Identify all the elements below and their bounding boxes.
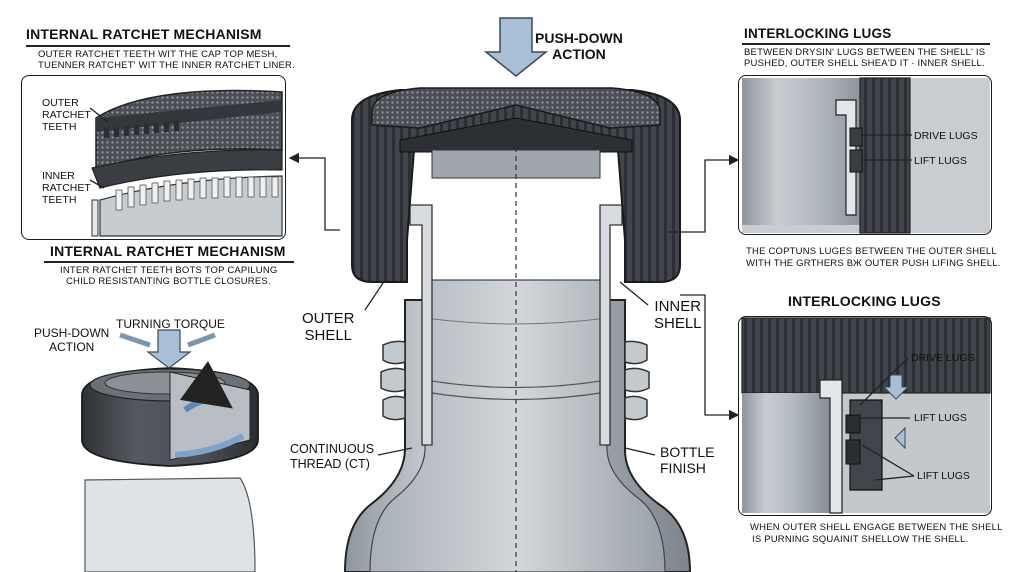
lugs-note-4: IS PURNING SQUAINIT SHELLOW THE SHELL. xyxy=(752,534,969,545)
lugs-caption-1: BETWEEN DRYSIN' LUGS BETWEEN THE SHELL' … xyxy=(744,47,986,58)
lugs-caption-2: PUSHED, OUTER SHELL SHEA'D IT · INNER SH… xyxy=(744,58,985,69)
ratchet-detail-art xyxy=(91,89,283,237)
title-rule xyxy=(26,45,290,47)
lugs-detail-panel-top xyxy=(738,75,992,235)
lift-lugs-label: LIFT LUGS xyxy=(914,155,967,167)
outer-ratchet-teeth-label: OUTER RATCHET TEETH xyxy=(42,97,91,133)
ratchet-title-2: INTERNAL RATCHET MECHANISM xyxy=(50,243,286,259)
lugs-note-3: WHEN OUTER SHELL ENGAGE BETWEEN THE SHEL… xyxy=(750,522,1003,533)
continuous-thread-label: CONTINUOUS THREAD (CT) xyxy=(290,442,375,471)
ratchet-caption-3: INTER RATCHET TEETH BOTS TOP CAPILUNG xyxy=(60,265,278,276)
lugs-title-2: INTERLOCKING LUGS xyxy=(788,293,941,309)
title-rule-2 xyxy=(44,261,294,263)
turning-torque-label: TURNING TORQUE xyxy=(116,317,225,331)
small-cap-art xyxy=(81,329,259,572)
bottle-finish-label: BOTTLE FINISH xyxy=(660,444,715,476)
drive-lugs-label: DRIVE LUGS xyxy=(914,130,978,142)
lugs-detail-art-bottom xyxy=(741,317,991,514)
title-rule-3 xyxy=(742,43,990,45)
lugs-note-1: THE COPTUNS LUGES BETWEEN THE OUTER SHEL… xyxy=(746,246,997,257)
ratchet-title: INTERNAL RATCHET MECHANISM xyxy=(26,26,262,42)
small-push-down-label: PUSH-DOWN ACTION xyxy=(34,326,110,354)
ratchet-caption-4: CHILD RESISTANTING BOTTLE CLOSURES. xyxy=(66,276,271,287)
outer-shell-label: OUTER SHELL xyxy=(302,310,355,344)
inner-ratchet-teeth-label: INNER RATCHET TEETH xyxy=(42,170,91,206)
lugs-title: INTERLOCKING LUGS xyxy=(744,26,892,41)
lugs-detail-panel-bottom xyxy=(738,316,992,516)
push-down-label: PUSH-DOWN ACTION xyxy=(535,30,623,62)
ratchet-caption-1: OUTER RATCHET TEETH WIT THE CAP TOP MESH… xyxy=(38,49,278,60)
drive-lugs-label-2: DRIVE LUGS xyxy=(911,352,975,364)
push-down-arrow xyxy=(483,17,549,77)
ratchet-detail-panel xyxy=(21,75,286,240)
center-bottle xyxy=(343,87,692,572)
lift-lugs-label-3: LIFT LUGS xyxy=(917,470,970,482)
lift-lugs-label-2: LIFT LUGS xyxy=(914,412,967,424)
lugs-note-2: WITH THE GRTHERS ВЖ OUTER PUSH LIFING SH… xyxy=(746,258,1001,269)
ratchet-caption-2: TUENNER RATCHET' WIT THE INNER RATCHET L… xyxy=(38,60,295,71)
inner-shell-label: INNER SHELL xyxy=(654,298,702,332)
lugs-detail-art-top xyxy=(742,77,990,234)
